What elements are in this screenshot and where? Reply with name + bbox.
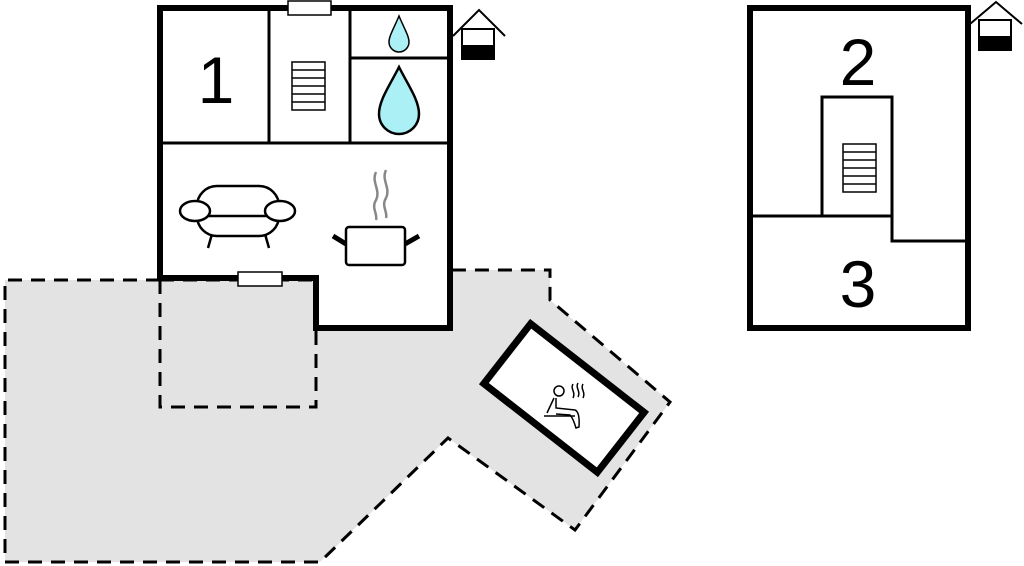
water-drop-icon [388,14,410,53]
building-2: 2 3 [747,0,1023,331]
stairs-icon [291,61,326,111]
room-label-1: 1 [198,43,235,117]
room-label-3: 3 [840,247,877,321]
shower-icon [377,64,421,136]
stairs-icon [842,143,877,193]
house-entrance-icon [452,8,506,60]
window [287,0,332,16]
cooking-pot-icon [331,169,421,267]
building-1: 1 [157,0,506,331]
hot-tub [478,318,650,478]
terrace [5,270,670,562]
room-label-2: 2 [840,25,877,99]
sofa-icon [178,184,297,249]
sauna-icon [544,382,585,429]
door [237,271,283,287]
house-entrance-icon [969,0,1023,51]
